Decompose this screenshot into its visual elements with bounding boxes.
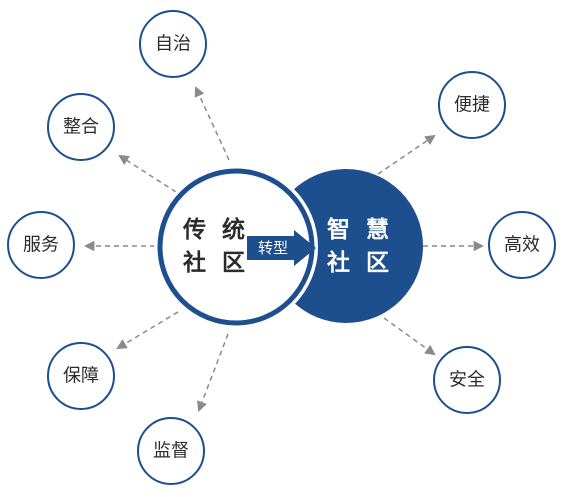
connector-zhenghe: [118, 154, 177, 193]
node-baozhang: 保障: [47, 342, 115, 410]
connector-jiandu: [197, 333, 229, 412]
node-label-jiandu: 监督: [153, 441, 189, 462]
hub-smart-line2: 社 区: [327, 249, 393, 276]
hub-traditional-community: 传 统 社 区: [154, 165, 318, 329]
node-label-zhenghe: 整合: [63, 117, 99, 138]
hub-traditional-line1: 传 统: [182, 216, 249, 243]
node-gaoxiao: 高效: [488, 211, 556, 279]
node-label-gaoxiao: 高效: [504, 235, 540, 256]
transition-arrow: 转型: [247, 230, 316, 266]
node-bianjie: 便捷: [438, 71, 506, 139]
connector-anquan: [383, 317, 436, 356]
node-label-bianjie: 便捷: [454, 95, 490, 116]
connector-baozhang: [116, 311, 179, 350]
node-label-baozhang: 保障: [63, 366, 99, 387]
hub-smart-line1: 智 慧: [327, 216, 393, 243]
node-label-anquan: 安全: [449, 370, 485, 391]
node-anquan: 安全: [433, 346, 501, 414]
node-fuwu: 服务: [7, 211, 75, 279]
node-label-fuwu: 服务: [23, 235, 59, 256]
connector-bianjie: [377, 134, 436, 175]
hub-traditional-line2: 社 区: [183, 249, 249, 276]
node-jiandu: 监督: [137, 417, 205, 485]
connector-zizhi: [194, 86, 230, 161]
transition-label: 转型: [258, 239, 288, 257]
connectors: [83, 86, 485, 412]
node-zizhi: 自治: [139, 10, 207, 78]
node-zhenghe: 整合: [47, 93, 115, 161]
node-label-zizhi: 自治: [155, 34, 191, 55]
